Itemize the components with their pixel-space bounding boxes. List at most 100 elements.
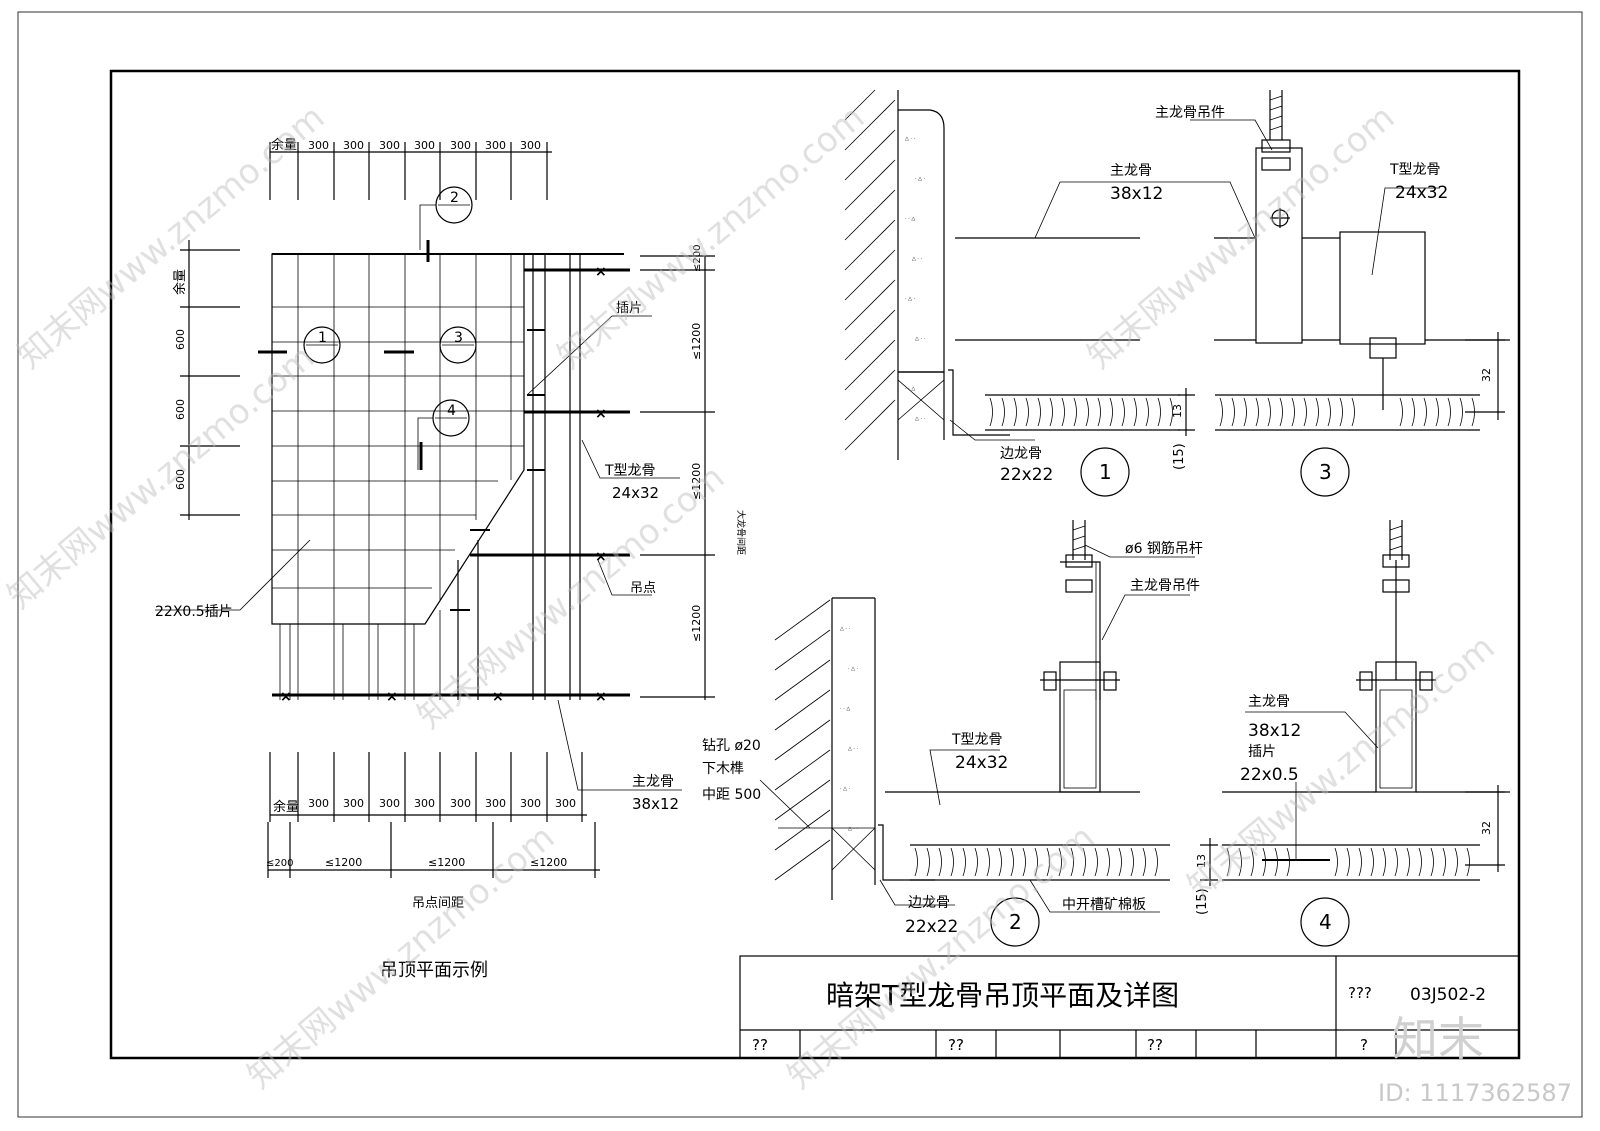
dim-left-1: 600 [174, 329, 187, 350]
dim-left-3: 600 [174, 469, 187, 490]
dim-bottom-5: 300 [450, 797, 471, 810]
svg-text:知末网www.znzmo.com: 知末网www.znzmo.com [550, 97, 872, 376]
dim-13-b: 13 [1195, 854, 1208, 868]
label-insert-b: 插片 [1248, 744, 1276, 760]
label-main-keel: 主龙骨 [632, 774, 674, 790]
outer-frame [17, 11, 1583, 1118]
leader-hanger-top [1190, 119, 1273, 151]
hang-point-marks: ××× ×××× [280, 264, 607, 705]
mineral-board-3 [1215, 394, 1480, 431]
leader-hanger [1101, 594, 1190, 641]
edge-keel-2 [878, 824, 935, 881]
dim-left-2: 600 [174, 399, 187, 420]
dim-32-b: 32 [1480, 821, 1493, 835]
svg-text:· △ ·: · △ · [905, 296, 916, 302]
wall-hatch-1 [844, 89, 896, 451]
mineral-board-4 [1222, 844, 1480, 881]
dim-top-6: 300 [485, 139, 506, 152]
leader-mineral-board [1029, 879, 1160, 913]
dim-bottom-margin: 余量 [273, 799, 299, 815]
detail-2: △ · ·· △ ·· · △ △ · ·· △ ·△ · · 13 (15) … [702, 520, 1218, 947]
cell-1: ?? [752, 1036, 768, 1054]
edge-keel-1 [948, 369, 1010, 436]
dim-bottom2-1: ≤1200 [325, 856, 362, 869]
leader-panel-insert [155, 539, 311, 611]
label-spacing: 中距 500 [702, 787, 761, 803]
label-edge-keel-b: 边龙骨 [908, 895, 950, 911]
drawing-code: 03J502-2 [1410, 985, 1486, 1005]
dim-ticks-top [269, 142, 548, 200]
leader-hang-point [597, 559, 652, 596]
label-t-keel: T型龙骨 [604, 463, 656, 479]
label-insert-size: 22x0.5 [1240, 765, 1299, 785]
dim-15-a: (15) [1172, 443, 1187, 470]
leader-t-keel-b [1371, 187, 1440, 276]
dim-bottom-2: 300 [343, 797, 364, 810]
leader-insert [526, 315, 652, 396]
detail-1: △ · ·· △ ·· · △ △ · ·· △ ·△ · · · · △△ ·… [844, 89, 1256, 497]
svg-text:4: 4 [447, 403, 456, 419]
svg-text:×: × [595, 689, 607, 705]
label-main-keel-a: 主龙骨 [1110, 163, 1152, 179]
label-hanger: 主龙骨吊件 [1130, 578, 1200, 594]
plan-caption: 吊顶平面示例 [380, 960, 488, 981]
inner-frame [109, 69, 1521, 1060]
cell-2: ?? [948, 1036, 964, 1054]
label-rod: ø6 钢筋吊杆 [1125, 540, 1203, 557]
mineral-board-2 [910, 844, 1170, 881]
svg-text:· △ ·: · △ · [915, 176, 926, 182]
dim-bottom2-3: ≤1200 [530, 856, 567, 869]
svg-text:×: × [595, 549, 607, 565]
title-block: 暗架T型龙骨吊顶平面及详图 ??? 03J502-2 ?? ?? ?? ? [739, 955, 1520, 1059]
svg-text:知末网www.znzmo.com: 知末网www.znzmo.com [1180, 627, 1502, 906]
dim-top-margin: 余量 [271, 137, 297, 153]
dim-bottom-7: 300 [520, 797, 541, 810]
code-label: ??? [1348, 984, 1372, 1002]
dim-top-2: 300 [343, 139, 364, 152]
hanger-body-3 [1255, 147, 1303, 344]
hanger-body-4 [1375, 661, 1417, 793]
svg-text:△ · ·: △ · · [905, 136, 916, 142]
dim-bottom-8: 300 [555, 797, 576, 810]
svg-text:· △ ·: · △ · [848, 666, 859, 672]
dim-bottom-4: 300 [414, 797, 435, 810]
label-main-keel-b: 主龙骨 [1248, 694, 1290, 710]
panel-grid [272, 254, 524, 624]
label-hang-point: 吊点 [630, 581, 656, 596]
leader-edge-keel-b [879, 879, 955, 906]
svg-text:知末网www.znzmo.com: 知末网www.znzmo.com [0, 337, 322, 616]
svg-text:2: 2 [450, 190, 459, 206]
leader-edge-keel-a [949, 419, 1035, 441]
svg-text:· · △: · · △ [840, 706, 850, 712]
dim-right-label: 大龙骨间距 [735, 510, 747, 555]
svg-text:△ · ·: △ · · [848, 746, 859, 752]
detail-number-3 [1300, 447, 1350, 497]
dim-bottom2-2: ≤1200 [428, 856, 465, 869]
svg-text:3: 3 [454, 330, 463, 346]
leader-rod [1084, 544, 1195, 558]
leader-main-keel-b [1245, 711, 1379, 749]
dim-right-2: ≤1200 [690, 463, 703, 500]
svg-text:· · △: · · △ [905, 216, 915, 222]
label-wood-plug: 下木榫 [702, 761, 744, 777]
label-t-keel-size: 24x32 [612, 484, 659, 502]
detail-3: 32 主龙骨吊件 T型龙骨 24x32 3 [1155, 90, 1510, 497]
label-insert: 插片 [616, 301, 642, 316]
svg-text:△ · ·: △ · · [912, 256, 923, 262]
label-edge-keel-a: 边龙骨 [1000, 446, 1042, 462]
detail-number-2 [990, 897, 1040, 947]
svg-text:1: 1 [318, 330, 327, 346]
dim-top-4: 300 [414, 139, 435, 152]
lower-keel-lines [279, 610, 441, 700]
label-t-keel-c: T型龙骨 [951, 732, 1003, 748]
hanger-body-2 [1059, 661, 1101, 793]
svg-text:△ · ·: △ · · [915, 416, 926, 422]
dim-top-3: 300 [379, 139, 400, 152]
svg-text:△ · ·: △ · · [848, 826, 859, 832]
drawing-title: 暗架T型龙骨吊顶平面及详图 [826, 979, 1179, 1012]
detail-number-1 [1080, 447, 1130, 497]
dim-13-a: 13 [1171, 404, 1184, 418]
callout-4: 4 [417, 399, 470, 470]
leader-main-keel [557, 699, 682, 791]
